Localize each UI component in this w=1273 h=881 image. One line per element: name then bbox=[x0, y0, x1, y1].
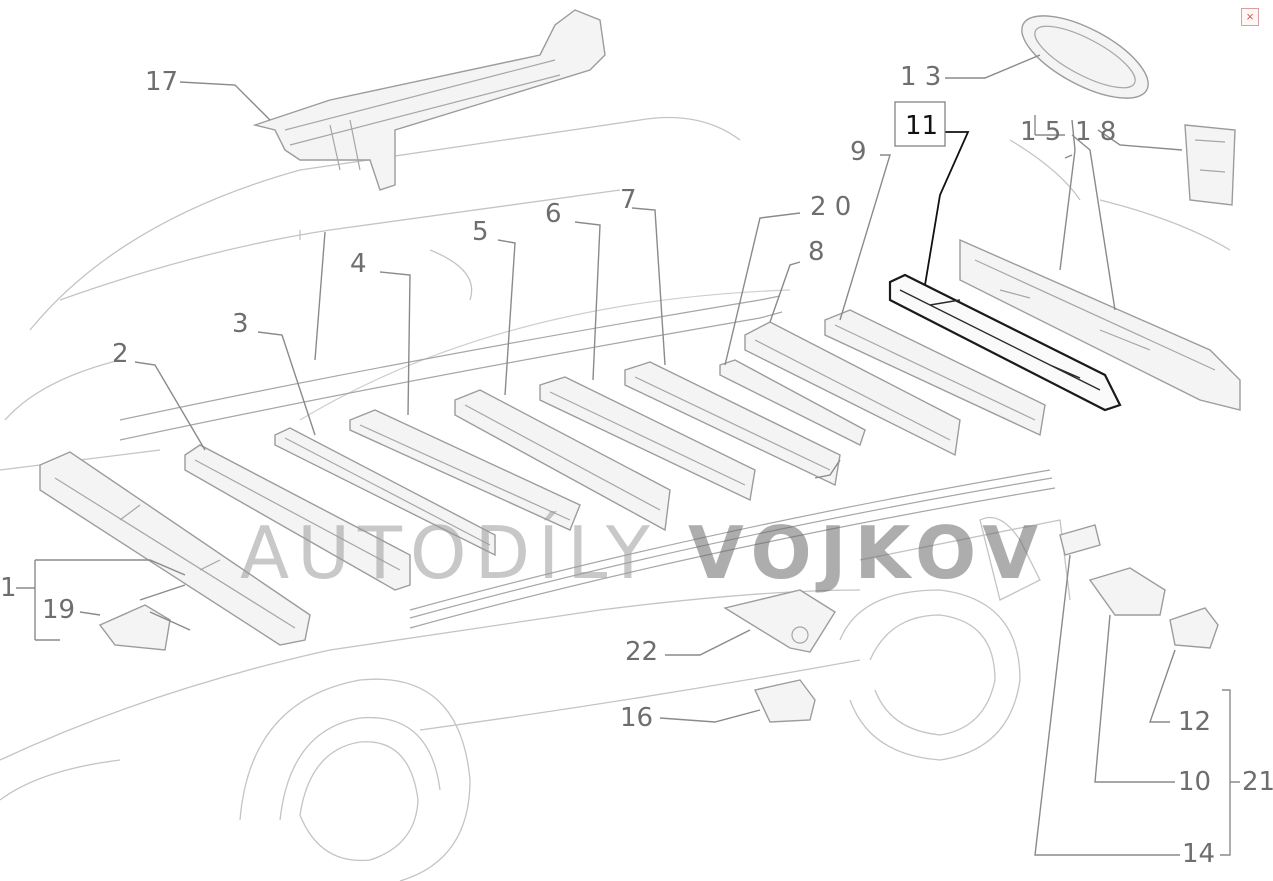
part-11-highlighted bbox=[888, 273, 1122, 412]
part-19 bbox=[98, 604, 171, 651]
callout-4: 4 bbox=[350, 249, 367, 279]
part-12 bbox=[1169, 607, 1219, 649]
callout-11-box bbox=[894, 101, 946, 147]
callout-19: 19 bbox=[42, 595, 75, 625]
part-17 bbox=[252, 9, 606, 191]
callout-6: 6 bbox=[545, 199, 562, 229]
crossmember-4 bbox=[349, 409, 581, 531]
callout-21: 21 bbox=[1242, 767, 1273, 797]
callout-16: 16 bbox=[620, 703, 653, 733]
callout-22: 22 bbox=[625, 637, 658, 667]
part-1 bbox=[39, 451, 311, 646]
callout-labels: 17 1 3 11 1 5 1 8 9 2 0 8 7 6 5 4 3 2 1 … bbox=[0, 62, 1273, 869]
callout-7: 7 bbox=[620, 185, 637, 215]
callout-20: 2 0 bbox=[810, 192, 851, 222]
crossmember-20 bbox=[719, 359, 866, 446]
leader-lines bbox=[16, 54, 1240, 856]
part-15 bbox=[959, 238, 1241, 411]
callout-13: 1 3 bbox=[900, 62, 941, 92]
callout-15: 1 5 bbox=[1020, 117, 1061, 147]
floor-side-rails bbox=[119, 289, 1056, 629]
close-button[interactable]: × bbox=[1241, 8, 1259, 26]
small-brackets bbox=[98, 524, 1219, 723]
part-13 bbox=[1021, 15, 1149, 99]
watermark-light: AUTODÍLY bbox=[240, 511, 658, 595]
callout-11: 11 bbox=[905, 111, 938, 141]
part-18 bbox=[1184, 124, 1236, 206]
car-body-outline bbox=[0, 116, 1231, 881]
callout-18: 1 8 bbox=[1075, 117, 1116, 147]
part-16 bbox=[753, 679, 816, 723]
callout-12: 12 bbox=[1178, 707, 1211, 737]
crossmember-2 bbox=[184, 444, 411, 591]
watermark: AUTODÍLY VOJKOV bbox=[240, 511, 1046, 595]
part-14 bbox=[1059, 524, 1101, 556]
callout-1: 1 bbox=[0, 573, 17, 603]
callout-5: 5 bbox=[472, 217, 489, 247]
callout-2: 2 bbox=[112, 339, 129, 369]
crossmembers bbox=[184, 309, 1046, 591]
callout-14: 14 bbox=[1182, 839, 1215, 869]
watermark-bold: VOJKOV bbox=[688, 511, 1046, 595]
callout-10: 10 bbox=[1178, 767, 1211, 797]
callout-9: 9 bbox=[850, 137, 867, 167]
crossmember-5 bbox=[454, 389, 671, 532]
crossmember-3 bbox=[274, 427, 496, 557]
callout-3: 3 bbox=[232, 309, 249, 339]
crossmember-8 bbox=[744, 321, 961, 457]
part-10 bbox=[1088, 567, 1166, 616]
callout-17: 17 bbox=[145, 67, 178, 97]
part-22 bbox=[723, 589, 836, 653]
callout-8: 8 bbox=[808, 237, 825, 267]
